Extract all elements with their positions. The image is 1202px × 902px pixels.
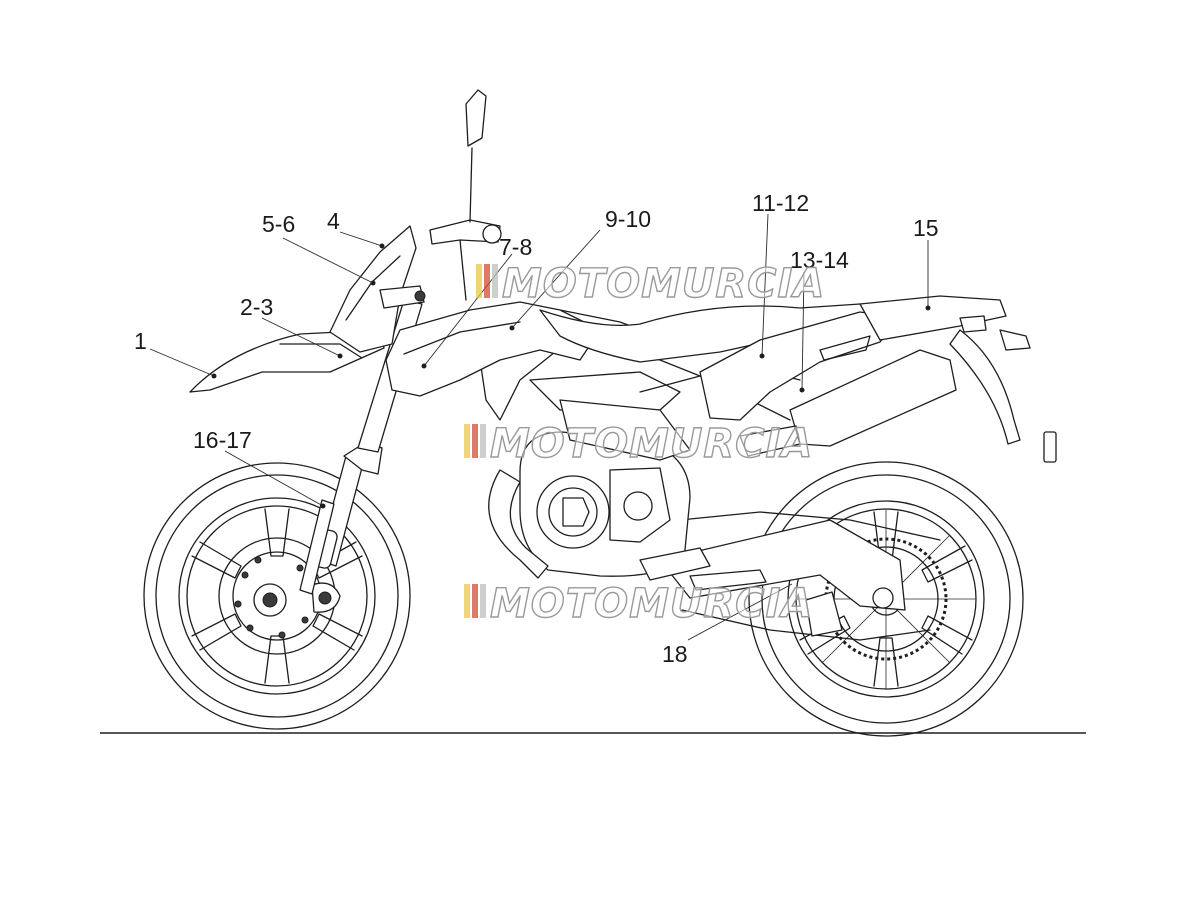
engine [488, 431, 767, 591]
watermark-text: MOTOMURCIA [490, 581, 813, 627]
rear-side-panel [699, 311, 901, 421]
callout-11-12: 11-12 [752, 190, 809, 216]
watermark-stripe-2 [484, 264, 490, 298]
callout-9-10: 9-10 [605, 206, 651, 232]
headlight-fairing [329, 225, 426, 353]
front-fender [189, 329, 385, 393]
front-wheel [143, 462, 411, 730]
tail-section [859, 295, 1057, 463]
watermark-stripe-3 [492, 264, 498, 298]
watermark-top: MOTOMURCIA [476, 260, 825, 308]
callout-18: 18 [662, 641, 688, 667]
callout-16-17: 16-17 [193, 427, 252, 453]
watermark-stripe-2 [472, 584, 478, 618]
watermark-text: MOTOMURCIA [502, 261, 825, 307]
watermark-bottom: MOTOMURCIA [464, 580, 813, 628]
callout-4: 4 [327, 208, 340, 234]
muffler [739, 349, 957, 457]
callout-labels: 1 2-3 5-6 4 7-8 9-10 11-12 13-14 15 16-1… [134, 190, 939, 667]
callout-5-6: 5-6 [262, 211, 295, 237]
seat [539, 303, 881, 363]
callout-1: 1 [134, 328, 147, 354]
watermark-stripe-3 [480, 424, 486, 458]
watermark-middle: MOTOMURCIA [464, 420, 813, 468]
watermark-text: MOTOMURCIA [490, 421, 813, 467]
tank-shroud [385, 301, 601, 397]
callout-13-14: 13-14 [790, 247, 849, 273]
callout-2-3: 2-3 [240, 294, 273, 320]
handlebar [429, 89, 502, 301]
leader-lines [149, 213, 931, 641]
callout-15: 15 [913, 215, 939, 241]
callout-7-8: 7-8 [499, 234, 532, 260]
watermark-stripe-3 [480, 584, 486, 618]
watermark-stripe-1 [476, 264, 482, 298]
watermark-stripe-1 [464, 584, 470, 618]
watermark-stripe-2 [472, 424, 478, 458]
watermark-stripe-1 [464, 424, 470, 458]
